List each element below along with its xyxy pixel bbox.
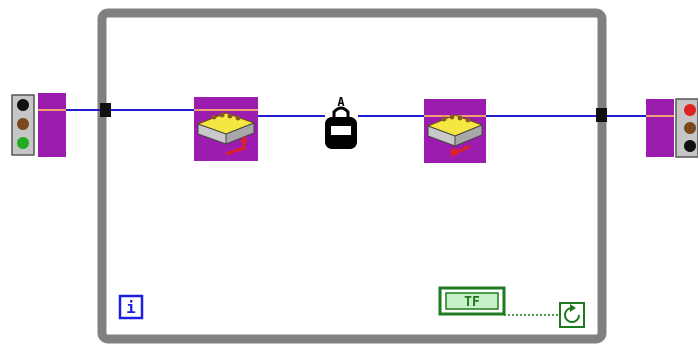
output-indicator[interactable]: [646, 99, 698, 157]
queue-pop-function[interactable]: [424, 99, 486, 163]
boolean-constant-label: TF: [464, 295, 480, 310]
input-tunnel[interactable]: [100, 103, 111, 117]
lock-function[interactable]: A: [325, 95, 357, 149]
output-tunnel[interactable]: [596, 108, 607, 122]
while-loop[interactable]: [102, 13, 602, 339]
loop-condition-terminal[interactable]: [560, 303, 584, 327]
queue-push-function[interactable]: [194, 97, 258, 161]
padlock-icon: [325, 108, 357, 149]
traffic-light-icon: [684, 104, 696, 152]
data-wire[interactable]: [66, 110, 646, 116]
iteration-terminal[interactable]: i: [120, 296, 142, 318]
iteration-terminal-label: i: [126, 298, 136, 317]
boolean-constant[interactable]: TF: [440, 288, 504, 314]
input-control[interactable]: [12, 93, 66, 157]
traffic-light-icon: [17, 99, 29, 149]
